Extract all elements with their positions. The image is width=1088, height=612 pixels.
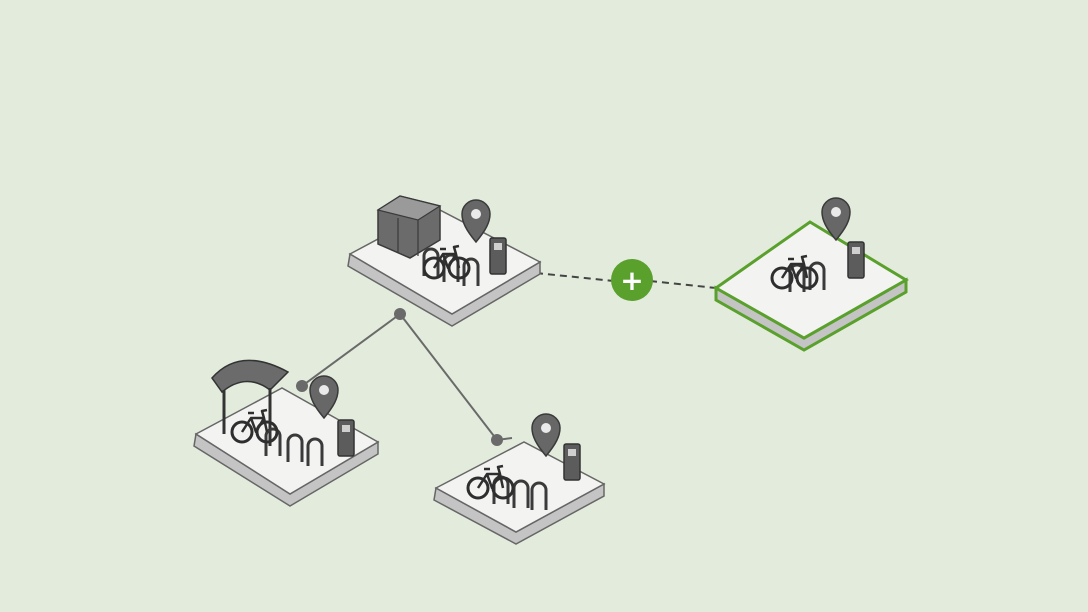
station-basic[interactable] [433,413,606,545]
connection-lines [296,272,717,446]
station-lockers[interactable] [347,195,542,327]
link-to-new-station-left [535,272,615,282]
shelter-link-node [296,380,308,392]
charging-pillar-icon [337,419,355,457]
charging-pillar-icon [847,241,865,279]
station-shelter[interactable] [193,359,380,507]
locker-icon [376,195,442,259]
plus-icon: + [620,264,643,297]
link-lockers-basic [399,313,498,441]
station-new[interactable] [713,197,909,352]
charging-pillar-icon [489,237,507,275]
link-to-new-station-right [649,280,717,289]
link-lockers-shelter [301,313,401,387]
shelter-icon [211,359,290,446]
charging-pillar-icon [563,443,581,481]
add-station-button[interactable]: + [611,259,653,301]
junction-node [394,308,406,320]
